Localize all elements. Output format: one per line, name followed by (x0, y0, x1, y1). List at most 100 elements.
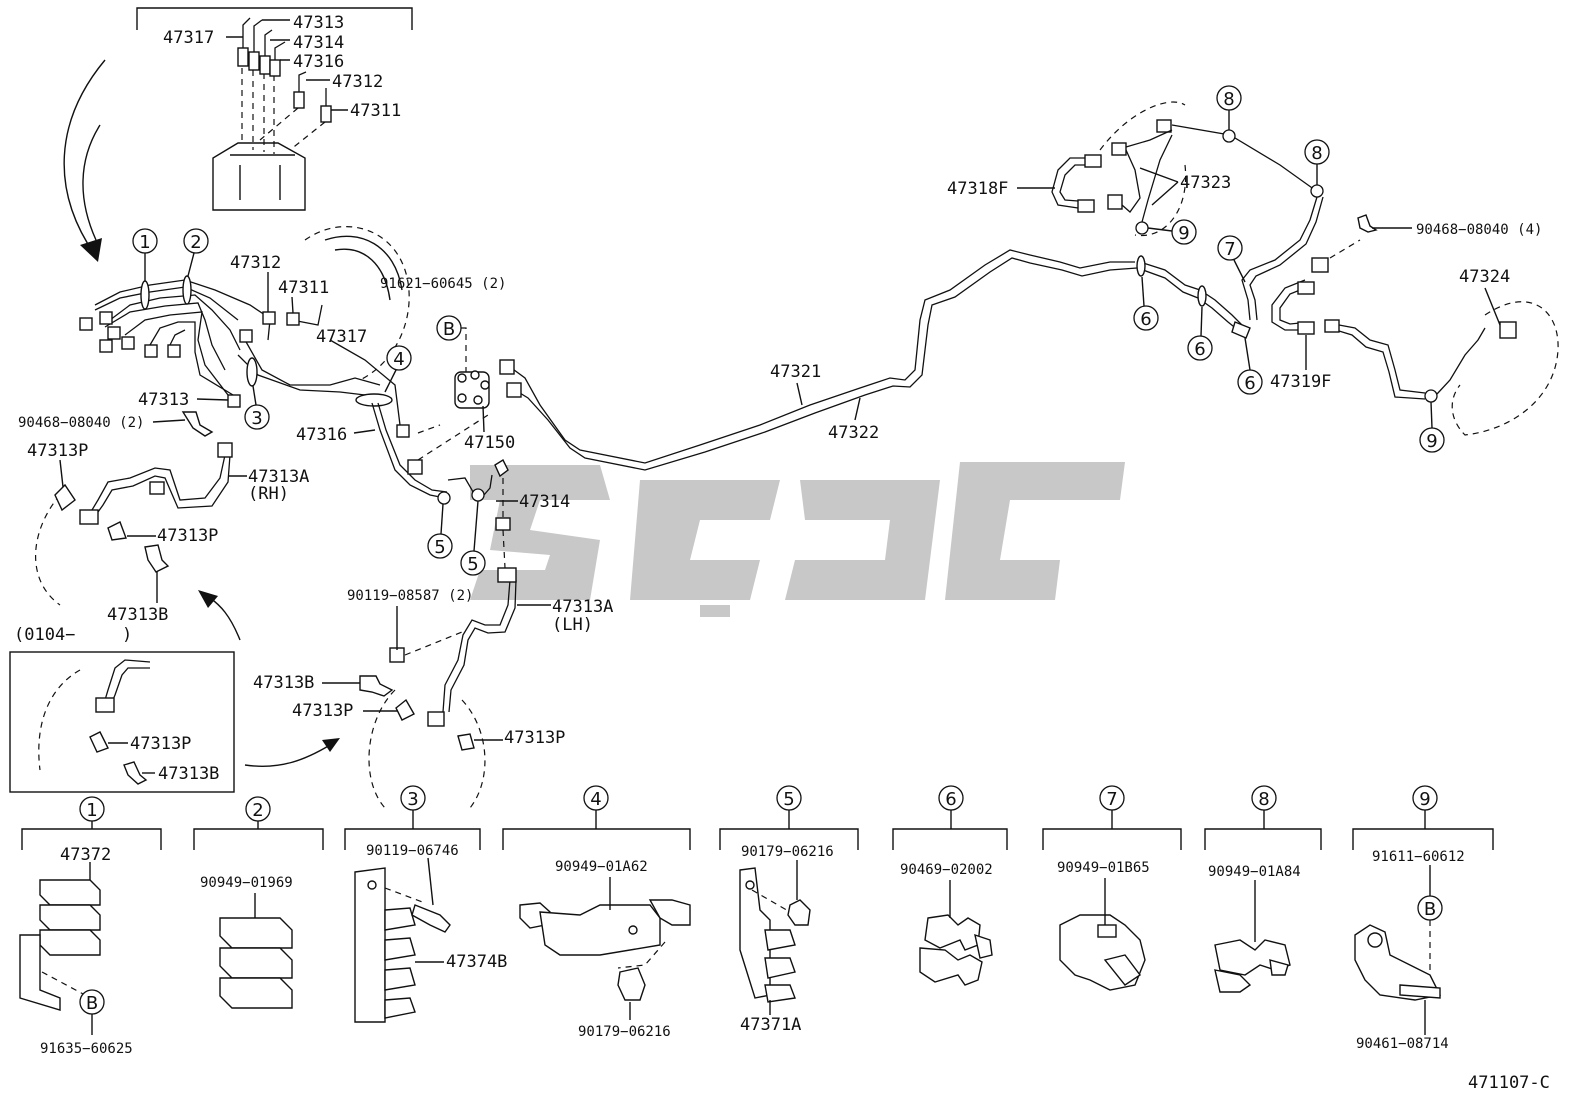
detail-9: 9 B (1352, 785, 1494, 1035)
callout-8-a: 8 (1216, 85, 1242, 130)
rear-brake-assembly (1051, 101, 1559, 436)
svg-text:1: 1 (139, 232, 150, 253)
svg-text:7: 7 (1224, 239, 1235, 260)
callout-6-c: 6 (1237, 337, 1263, 395)
callout-5-left: 5 (427, 503, 453, 559)
detail-9-part: 90461−08714 (1356, 1036, 1449, 1052)
svg-text:8: 8 (1258, 789, 1269, 810)
inset-label-47313B: 47313B (158, 764, 219, 784)
label-47313P-d: 47313P (504, 728, 565, 748)
bracket-2-marker (182, 275, 192, 305)
detail-4-nut: 90179−06216 (578, 1024, 671, 1040)
label-lh: (LH) (552, 615, 593, 635)
svg-text:3: 3 (407, 789, 418, 810)
callout-B-booster: B (436, 315, 462, 341)
label-47313A-rh: 47313A (248, 467, 309, 487)
label-47312-top: 47312 (332, 72, 383, 92)
svg-text:2: 2 (252, 800, 263, 821)
label-bolt-91621: 91621−60645 (2) (380, 276, 506, 292)
actuator-assembly (136, 7, 413, 211)
front-hose-lh (359, 567, 517, 809)
detail-5-nut: 90179−06216 (741, 844, 834, 860)
bracket-3-marker (246, 357, 258, 387)
svg-text:2: 2 (190, 232, 201, 253)
label-47313P-a: 47313P (27, 441, 88, 461)
detail-3-part: 47374B (446, 952, 507, 972)
callout-7: 7 (1217, 235, 1246, 283)
watermark: کاریز (470, 462, 1125, 681)
bracket-1-marker (140, 280, 150, 310)
bracket-4-marker (355, 393, 393, 407)
inset-arrow-up (209, 597, 241, 641)
inset-date-close: ) (122, 625, 132, 645)
label-47316: 47316 (296, 425, 347, 445)
label-47316-top: 47316 (293, 52, 344, 72)
callout-5-right: 5 (460, 500, 486, 576)
detail-1: 1 B (19, 796, 162, 1035)
detail-5: 5 (719, 785, 859, 1015)
detail-4-part: 90949−01A62 (555, 859, 648, 875)
callout-8-b: 8 (1304, 139, 1330, 185)
bracket-6-marker-a (1136, 255, 1146, 277)
label-47311-top: 47311 (350, 101, 401, 121)
svg-text:B: B (1424, 899, 1436, 920)
detail-2-part: 90949−01969 (200, 875, 293, 891)
detail-3-bolt: 90119−06746 (366, 843, 459, 859)
flow-arrow-left (63, 59, 106, 256)
callout-2-left: 2 (183, 228, 209, 277)
bracket-6-marker-b (1197, 285, 1207, 307)
label-47311-mid: 47311 (278, 278, 329, 298)
svg-text:7: 7 (1106, 789, 1117, 810)
svg-text:4: 4 (393, 349, 404, 370)
svg-text:8: 8 (1311, 143, 1322, 164)
label-47313P-b: 47313P (157, 526, 218, 546)
label-47319F: 47319F (1270, 372, 1331, 392)
label-47317-mid: 47317 (316, 327, 367, 347)
svg-text:B: B (443, 319, 455, 340)
svg-text:3: 3 (251, 408, 262, 429)
label-47313-mid: 47313 (138, 390, 189, 410)
svg-text:9: 9 (1178, 223, 1189, 244)
proportioning-valve-area (371, 327, 511, 569)
svg-text:9: 9 (1426, 431, 1437, 452)
label-bolt-90119-08587: 90119−08587 (2) (347, 588, 473, 604)
detail-8: 8 (1204, 785, 1322, 993)
callout-6-a: 6 (1133, 276, 1159, 331)
detail-7: 7 (1042, 785, 1182, 991)
pipe-fittings-left (79, 311, 410, 438)
callout-9-b: 9 (1419, 401, 1445, 453)
svg-text:9: 9 (1419, 789, 1430, 810)
label-47150: 47150 (464, 433, 515, 453)
detail-1-bolt: 91635−60625 (40, 1041, 133, 1057)
svg-text:8: 8 (1223, 89, 1234, 110)
callout-9-a: 9 (1147, 219, 1197, 245)
clamp-9-rear-a (1135, 221, 1149, 235)
label-47321: 47321 (770, 362, 821, 382)
inset-box: (0104− ) (9, 625, 235, 793)
svg-text:5: 5 (783, 789, 794, 810)
bracket-6-marker-c (1231, 321, 1251, 339)
label-47313B-a: 47313B (107, 605, 168, 625)
detail-3: 3 (344, 785, 481, 1023)
detail-5-part: 47371A (740, 1015, 801, 1035)
detail-6: 6 (892, 785, 1008, 986)
label-47324: 47324 (1459, 267, 1510, 287)
label-47314: 47314 (519, 492, 570, 512)
label-47313-top: 47313 (293, 13, 344, 33)
label-47313A-lh: 47313A (552, 597, 613, 617)
svg-text:5: 5 (467, 554, 478, 575)
detail-4: 4 (502, 785, 691, 1020)
label-47317-top: 47317 (163, 28, 214, 48)
callout-4-left: 4 (384, 345, 412, 393)
diagram-code: 471107-C (1468, 1073, 1550, 1093)
label-clip-90468-left: 90468−08040 (2) (18, 415, 144, 431)
svg-text:6: 6 (1140, 309, 1151, 330)
svg-text:6: 6 (1194, 339, 1205, 360)
label-47318F: 47318F (947, 179, 1008, 199)
front-hose-rh (35, 442, 233, 606)
label-47322: 47322 (828, 423, 879, 443)
detail-1-part: 47372 (60, 845, 111, 865)
callout-3-left: 3 (244, 385, 270, 430)
detail-9-bolt: 91611−60612 (1372, 849, 1465, 865)
